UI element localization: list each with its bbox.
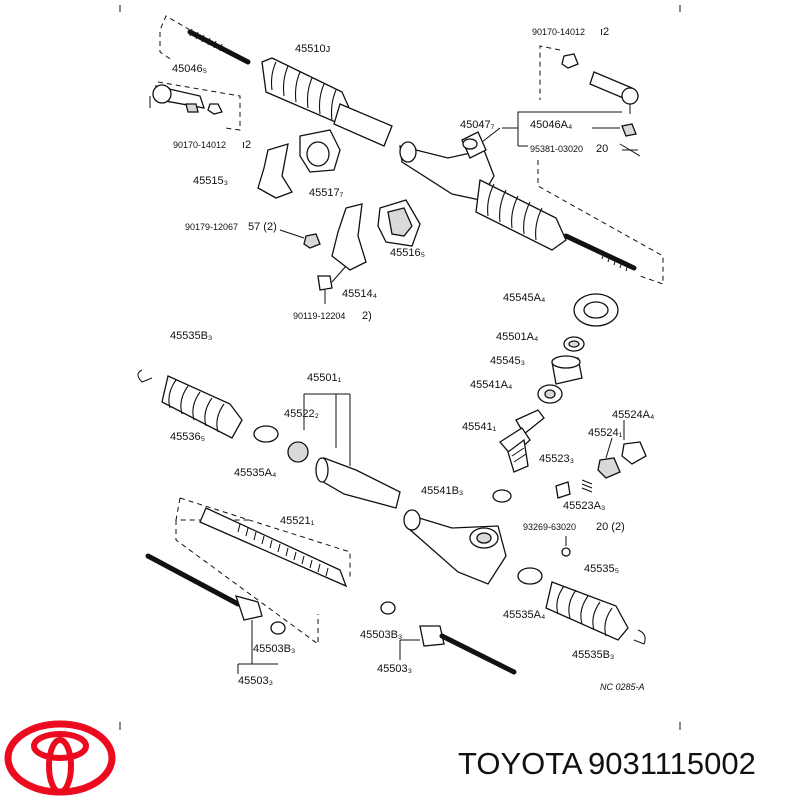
brand-name: TOYOTA <box>458 746 583 781</box>
part-label-90170-14012-l: 90170-14012 <box>173 140 226 150</box>
part-label-45046A: 45046A₄ <box>530 119 573 131</box>
part-label-45503-l: 45503₃ <box>238 675 273 687</box>
part-label-45535B-l: 45535B₃ <box>170 330 212 342</box>
part-label-45535-r: 45535₅ <box>584 563 619 575</box>
part-label-45535B-r: 45535B₃ <box>572 649 614 661</box>
part-label-45517: 45517₇ <box>309 187 344 199</box>
part-label-45541: 45541₁ <box>462 421 497 433</box>
part-label-45523A: 45523A₃ <box>563 500 605 512</box>
part-label-45541B: 45541B₃ <box>421 485 463 497</box>
part-number-labels: 45510ᴊ 45046₅ 90170-14012 ı2 90170-14012 ı2 45… <box>170 26 655 687</box>
part-label-2-b: 2) <box>362 310 372 322</box>
part-label-45046-top: 45046₅ <box>172 63 207 75</box>
part-label-45503-m: 45503₃ <box>377 663 412 675</box>
part-label-45510: 45510ᴊ <box>295 43 330 55</box>
part-label-67-2: 57 (2) <box>248 221 277 233</box>
lower-rack-assembly <box>137 369 646 675</box>
drawing-code: NC 0285-A <box>600 682 645 692</box>
part-label-20-2: 20 (2) <box>596 521 625 533</box>
part-label-45535A-l: 45535A₄ <box>234 467 277 479</box>
part-label-45514: 45514₄ <box>342 288 378 300</box>
part-label-45524: 45524₁ <box>588 427 623 439</box>
part-label-45536: 45536₅ <box>170 431 205 443</box>
pinion-parts <box>492 293 647 557</box>
upper-rack-assembly <box>149 15 664 304</box>
part-label-45524A: 45524A₄ <box>612 409 655 421</box>
part-label-95381: 95381-03020 <box>530 144 583 154</box>
part-label-45521: 45521₁ <box>280 515 315 527</box>
toyota-logo <box>4 720 116 796</box>
part-label-45541A: 45541A₄ <box>470 379 513 391</box>
part-label-12-r: ı2 <box>600 26 609 38</box>
part-label-20-r: 20 <box>596 143 608 155</box>
part-label-12-l: ı2 <box>242 139 251 151</box>
part-label-90170-14012-r: 90170-14012 <box>532 27 585 37</box>
part-label-45503B-l: 45503B₃ <box>253 643 295 655</box>
corner-marks <box>119 5 681 730</box>
part-label-45515: 45515₃ <box>193 175 228 187</box>
part-label-45503B-m: 45503B₃ <box>360 629 402 641</box>
part-label-45501: 45501₁ <box>307 372 342 384</box>
part-label-90119: 90119-12204 <box>293 311 345 321</box>
part-label-45545: 45545₃ <box>490 355 525 367</box>
part-label-45545A: 45545A₄ <box>503 292 546 304</box>
part-label-45047: 45047₇ <box>460 119 495 131</box>
part-label-45523: 45523₃ <box>539 453 574 465</box>
part-label-93269: 93269-63020 <box>523 522 576 532</box>
part-label-45516: 45516₅ <box>390 247 425 259</box>
part-number: 9031115002 <box>588 746 756 781</box>
part-label-45535A-r: 45535A₄ <box>503 609 546 621</box>
part-label-45522: 45522₂ <box>284 408 319 420</box>
part-label-90179: 90179-12067 <box>185 222 238 232</box>
part-label-45501A: 45501A₄ <box>496 331 539 343</box>
